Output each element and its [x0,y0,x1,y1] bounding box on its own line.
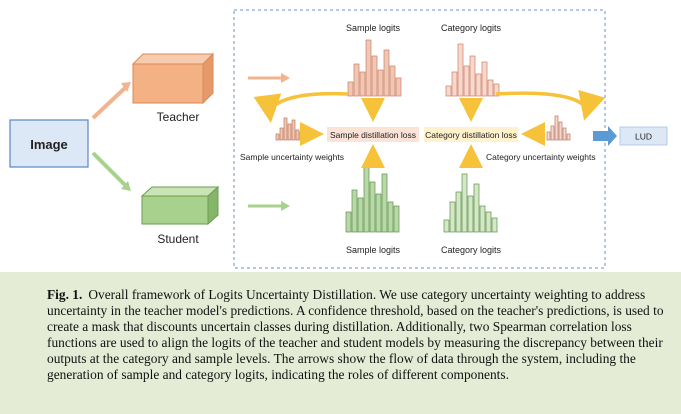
hist-bar [389,65,396,97]
image-box [9,119,89,168]
image-to-teacher-arrow [91,86,127,120]
hist-bar [562,127,567,141]
category-uncertainty-weights-hist [546,115,571,141]
hist-bar [387,201,394,233]
figure-label: Fig. 1. [47,287,83,302]
student-category-logits-hist [443,173,498,233]
hist-bar [493,83,500,97]
hist-bar [357,197,364,233]
figure-panel: Image Teacher Student Sample logits Cate… [0,0,681,272]
figure-caption: Fig. 1.Overall framework of Logits Uncer… [47,287,669,384]
hist-bar [365,39,372,97]
sample-loss-box [327,127,419,142]
hist-bar [475,73,482,97]
hist-bar [457,43,464,97]
hist-bar [546,131,551,141]
hist-bar [485,211,492,233]
hist-bar [463,65,470,97]
curved-arrow-to-category-weights [495,89,606,121]
top-sample-logits-heading: Sample logits [346,23,401,33]
student-label: Student [157,232,199,246]
hist-bar [479,205,486,233]
caption-text: Overall framework of Logits Uncertainty … [47,287,664,383]
hist-bar [451,71,458,97]
image-to-student-arrow [91,151,127,187]
bottom-category-logits-heading: Category logits [441,245,502,255]
student-model-box [140,185,220,226]
teacher-category-logits-hist [445,43,500,97]
student-sample-logits-hist [345,165,400,233]
hist-bar [359,71,366,97]
top-category-logits-heading: Category logits [441,23,502,33]
hist-bar [363,165,370,233]
sample-loss-label: Sample distillation loss [330,130,416,140]
category-weights-label: Category uncertainty weights [486,152,596,162]
hist-bar [381,173,388,233]
hist-bar [383,49,390,97]
lud-box [619,126,668,146]
sample-uncertainty-weights-hist [275,117,304,141]
hist-bar [558,121,563,141]
hist-bar [491,217,498,233]
hist-bar [369,181,376,233]
hist-bar [550,125,555,141]
hist-bar [461,173,468,233]
hist-bar [566,133,571,141]
hist-bar [295,129,300,141]
hist-bar [279,127,284,141]
framework-diagram: Image Teacher Student Sample logits Cate… [9,9,668,269]
hist-bar [275,133,280,141]
hist-bar [469,55,476,97]
hist-bar [375,193,382,233]
hist-bar [345,211,352,233]
hist-bar [449,201,456,233]
hist-bar [473,183,480,233]
hist-bar [347,81,354,97]
image-label: Image [30,137,68,152]
hist-bar [353,63,360,97]
hist-bar [377,69,384,97]
teacher-label: Teacher [157,110,200,124]
hist-bar [481,61,488,97]
hist-bar [445,85,452,97]
category-loss-label: Category distillation loss [425,130,517,140]
hist-bar [554,115,559,141]
teacher-model-box [131,52,215,105]
hist-bar [487,79,494,97]
hist-bar [351,189,358,233]
sample-weights-label: Sample uncertainty weights [240,152,344,162]
curved-arrow-to-sample-weights [253,91,349,123]
hist-bar [395,77,402,97]
bottom-sample-logits-heading: Sample logits [346,245,401,255]
hist-bar [291,119,296,141]
hist-bar [455,191,462,233]
hist-bar [443,219,450,233]
hist-bar [467,195,474,233]
lud-label: LUD [635,132,652,142]
hist-bar [283,117,288,141]
teacher-sample-logits-hist [347,39,402,97]
output-arrow [593,126,617,146]
hist-bar [393,205,400,233]
hist-bar [371,55,378,97]
hist-bar [287,123,292,141]
category-loss-box [424,127,518,142]
